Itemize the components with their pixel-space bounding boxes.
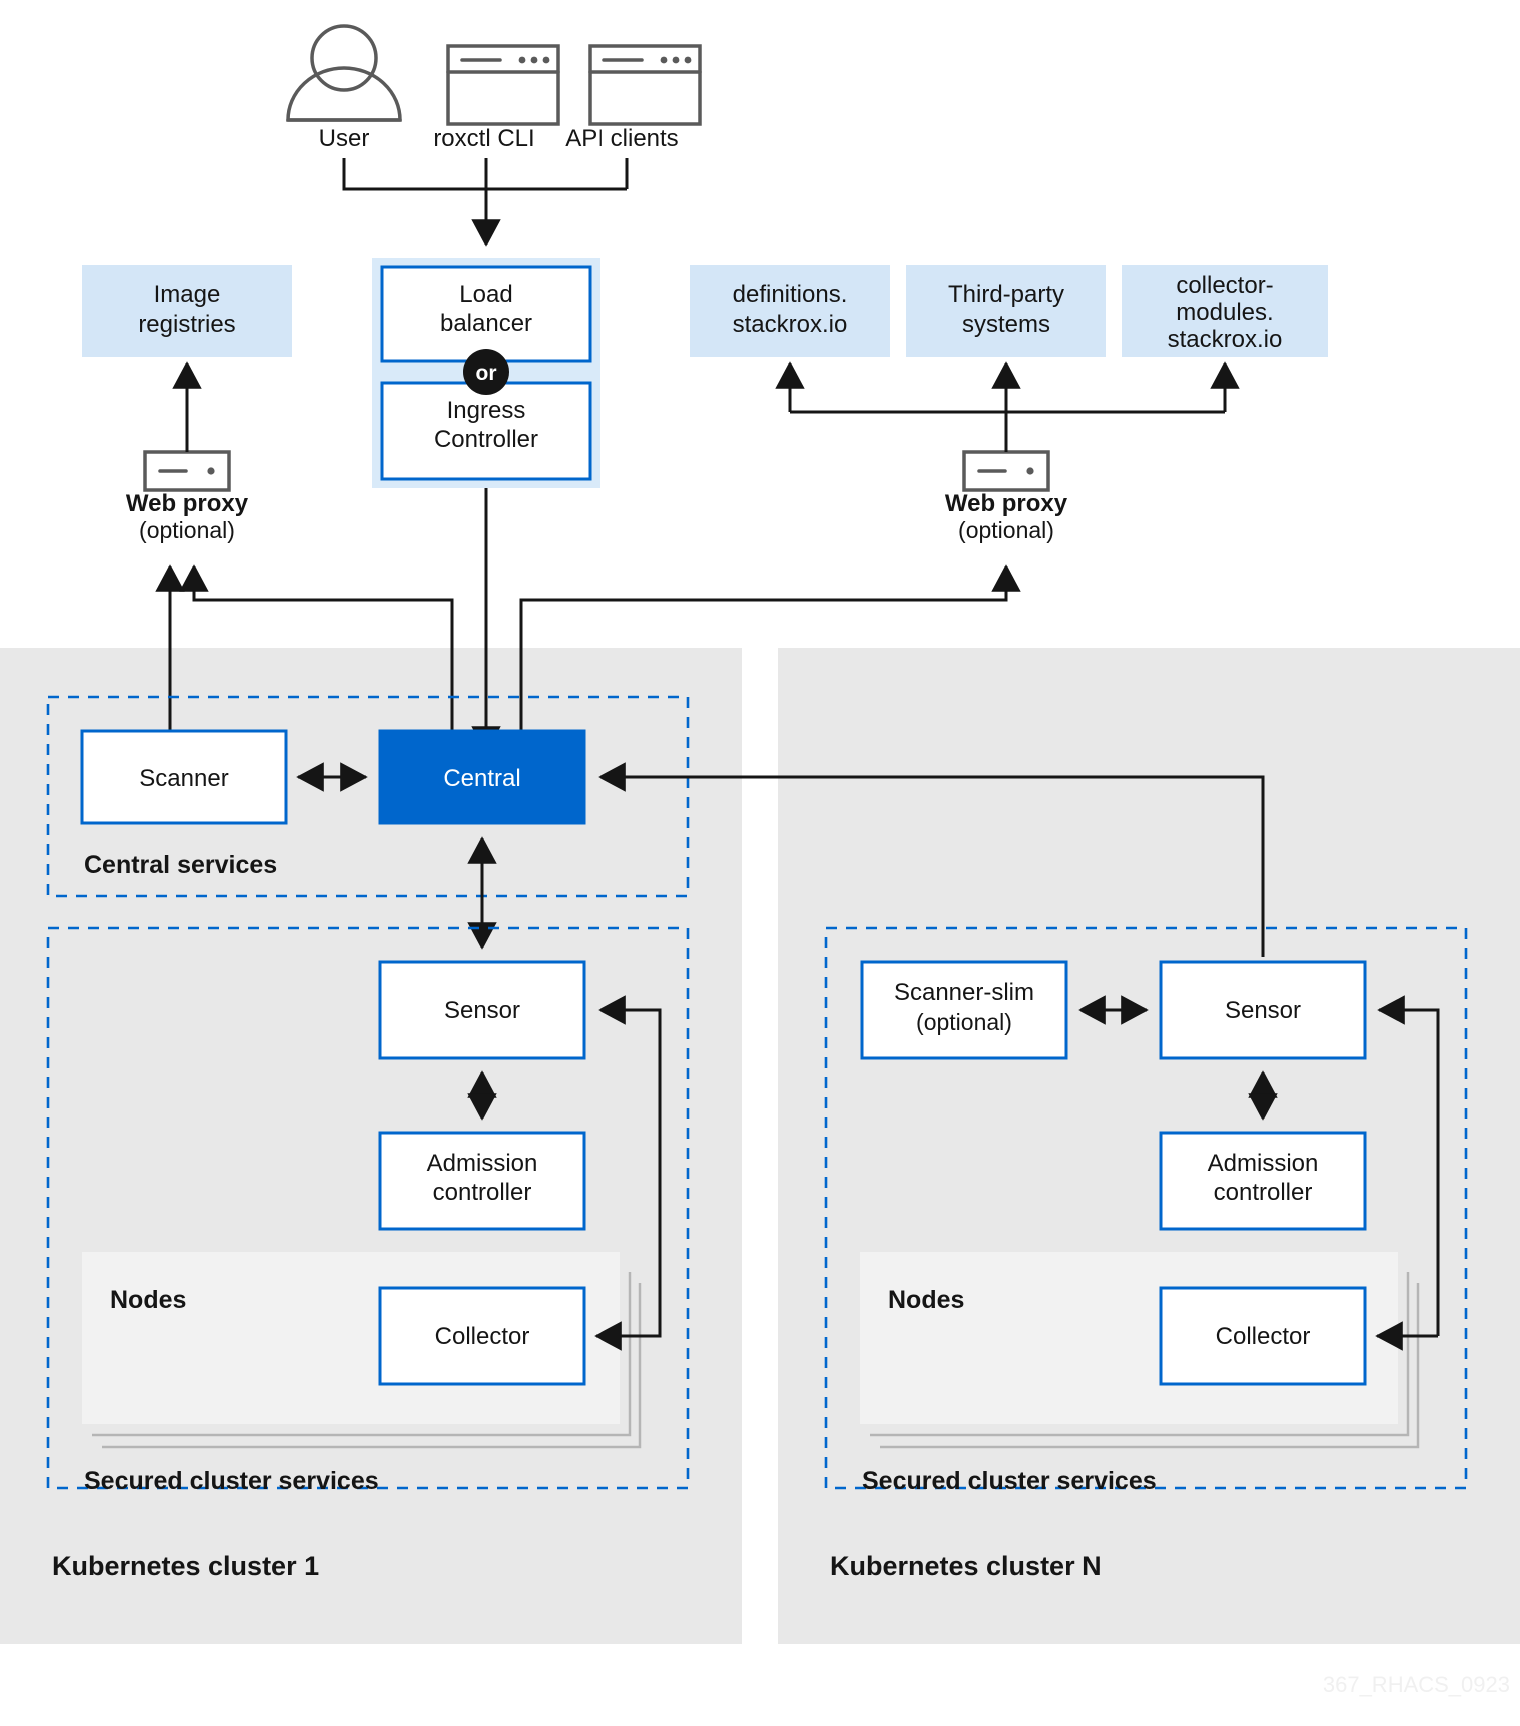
ingress-controller-label-line2: Controller xyxy=(434,426,538,453)
definitions-label-line1: definitions. xyxy=(733,281,848,308)
clusterN-nodes-label: Nodes xyxy=(888,1286,964,1314)
clusterN-scanner-slim-label-line2: (optional) xyxy=(916,1009,1012,1035)
clusterN-scanner-slim-box[interactable] xyxy=(860,960,1068,1060)
central-label: Central xyxy=(443,765,520,792)
central-uplink-wires xyxy=(155,488,1021,754)
third-party-label-line1: Third-party xyxy=(948,281,1064,308)
cluster1-admission-controller-box[interactable] xyxy=(378,1131,586,1231)
clusterN-scanner-slim-label-line1: Scanner-slim xyxy=(894,979,1034,1006)
load-balancer-label-line2: balancer xyxy=(440,310,532,337)
collector-modules-label-line2: modules. xyxy=(1176,299,1273,326)
cluster1-admission-label-line1: Admission xyxy=(427,1150,538,1177)
clusterN-admission-controller-box[interactable] xyxy=(1159,1131,1367,1231)
clusterN-sensor-to-central-link xyxy=(598,762,1265,957)
api-clients-icon xyxy=(588,44,702,126)
clusterN-admission-label-line2: controller xyxy=(1214,1179,1313,1206)
ingress-controller-box[interactable] xyxy=(380,381,592,481)
clusterN-label: Kubernetes cluster N xyxy=(830,1551,1102,1581)
api-clients-label: API clients xyxy=(565,125,678,152)
cluster1-nodes-label: Nodes xyxy=(110,1286,186,1314)
scanner-box[interactable] xyxy=(80,729,288,825)
third-party-label-line2: systems xyxy=(962,311,1050,338)
web-proxy-right-label-line1: Web proxy xyxy=(945,490,1068,517)
clusterN-collector-sensor-link xyxy=(1377,995,1440,1336)
collector-modules-label-line1: collector- xyxy=(1176,272,1273,299)
image-registries-label-line1: Image xyxy=(154,281,221,308)
central-box[interactable] xyxy=(378,729,586,825)
definitions-label-line2: stackrox.io xyxy=(733,311,848,338)
scanner-label: Scanner xyxy=(139,765,228,792)
third-party-systems-box xyxy=(906,265,1106,357)
user-label: User xyxy=(319,125,370,152)
kubernetes-cluster-n-panel xyxy=(778,648,1520,1644)
roxctl-cli-label: roxctl CLI xyxy=(433,125,534,152)
cluster1-collector-box[interactable] xyxy=(378,1286,586,1386)
web-proxy-left-label-line2: (optional) xyxy=(139,517,235,543)
image-registries-label-line2: registries xyxy=(138,311,235,338)
web-proxy-left-label-line1: Web proxy xyxy=(126,490,249,517)
cluster1-sensor-box[interactable] xyxy=(378,960,586,1060)
clients-to-ingress-wires xyxy=(342,158,629,247)
web-proxy-right-icon xyxy=(962,450,1050,492)
user-icon xyxy=(286,24,402,122)
web-proxy-left-icon xyxy=(143,450,231,492)
collector-modules-label-line3: stackrox.io xyxy=(1168,326,1283,353)
cluster1-collector-label: Collector xyxy=(435,1323,530,1350)
definitions-stackrox-box xyxy=(690,265,890,357)
cluster1-label: Kubernetes cluster 1 xyxy=(52,1551,319,1581)
image-registries-box xyxy=(82,265,292,357)
roxctl-cli-icon xyxy=(446,44,560,126)
clusterN-sensor-label: Sensor xyxy=(1225,997,1301,1024)
clusterN-collector-label: Collector xyxy=(1216,1323,1311,1350)
or-badge xyxy=(463,349,509,395)
external-wires xyxy=(172,361,1240,452)
web-proxy-right-label-line2: (optional) xyxy=(958,517,1054,543)
or-badge-label: or xyxy=(476,362,497,385)
load-balancer-label-line1: Load xyxy=(459,281,512,308)
ingress-controller-label-line1: Ingress xyxy=(447,397,526,424)
collector-modules-box xyxy=(1122,265,1328,357)
clusterN-secured-services-label: Secured cluster services xyxy=(862,1467,1157,1495)
central-services-group xyxy=(46,695,690,898)
clusterN-secured-services-group xyxy=(824,926,1468,1490)
watermark-label: 367_RHACS_0923 xyxy=(1323,1672,1510,1697)
clusterN-sensor-box[interactable] xyxy=(1159,960,1367,1060)
cluster1-admission-label-line2: controller xyxy=(433,1179,532,1206)
cluster1-sensor-label: Sensor xyxy=(444,997,520,1024)
central-services-label: Central services xyxy=(84,851,277,879)
clusterN-admission-label-line1: Admission xyxy=(1208,1150,1319,1177)
cluster1-secured-services-group xyxy=(46,926,690,1490)
cluster1-secured-services-label: Secured cluster services xyxy=(84,1467,379,1495)
clusterN-collector-box[interactable] xyxy=(1159,1286,1367,1386)
